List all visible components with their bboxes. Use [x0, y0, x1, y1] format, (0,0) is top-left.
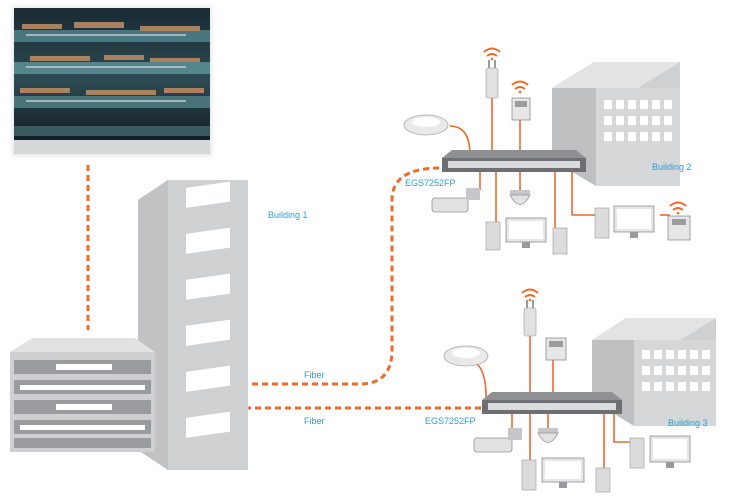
wifi-icon: [669, 201, 687, 215]
dome-camera-icon: [537, 428, 559, 443]
fiber-top-label: Fiber: [304, 370, 325, 380]
building-1-label: Building 1: [268, 210, 308, 220]
desktop-pc-icon: [594, 205, 655, 239]
ip-phone-icon: [545, 337, 567, 361]
fiber-link-top: [152, 166, 441, 386]
fiber-links: [86, 98, 670, 468]
building-3: [592, 318, 716, 426]
switch-top: [442, 150, 586, 172]
bullet-camera-icon: [473, 428, 522, 453]
fiber-bottom-label: Fiber: [304, 416, 325, 426]
patch-panel-photo: [12, 6, 212, 156]
access-point-icon: [485, 60, 499, 99]
access-point-icon: [523, 300, 537, 337]
desktop-pc-icon: [629, 435, 691, 469]
ceiling-ap-icon: [403, 114, 449, 136]
wifi-icon: [483, 47, 501, 61]
building-1: [138, 180, 248, 470]
switch-bottom-label: EGS7252FP: [425, 416, 476, 426]
ip-phone-icon: [667, 215, 691, 241]
ceiling-ap-icon: [443, 345, 489, 367]
wifi-icon: [521, 288, 539, 302]
desktop-pc-icon: [521, 457, 585, 491]
switch-top-label: EGS7252FP: [405, 178, 456, 188]
bullet-camera-icon: [431, 188, 480, 213]
switch-bottom: [482, 392, 622, 414]
wifi-icon: [511, 80, 529, 94]
core-switch-stack: [10, 338, 155, 452]
desktop-pc-icon: [485, 217, 547, 251]
building-2-label: Building 2: [652, 162, 692, 172]
desktop-pc-icon: [595, 467, 611, 493]
building-3-label: Building 3: [668, 418, 708, 428]
dome-camera-icon: [509, 190, 531, 205]
desktop-pc-icon: [552, 227, 568, 255]
ip-phone-icon: [511, 97, 531, 121]
